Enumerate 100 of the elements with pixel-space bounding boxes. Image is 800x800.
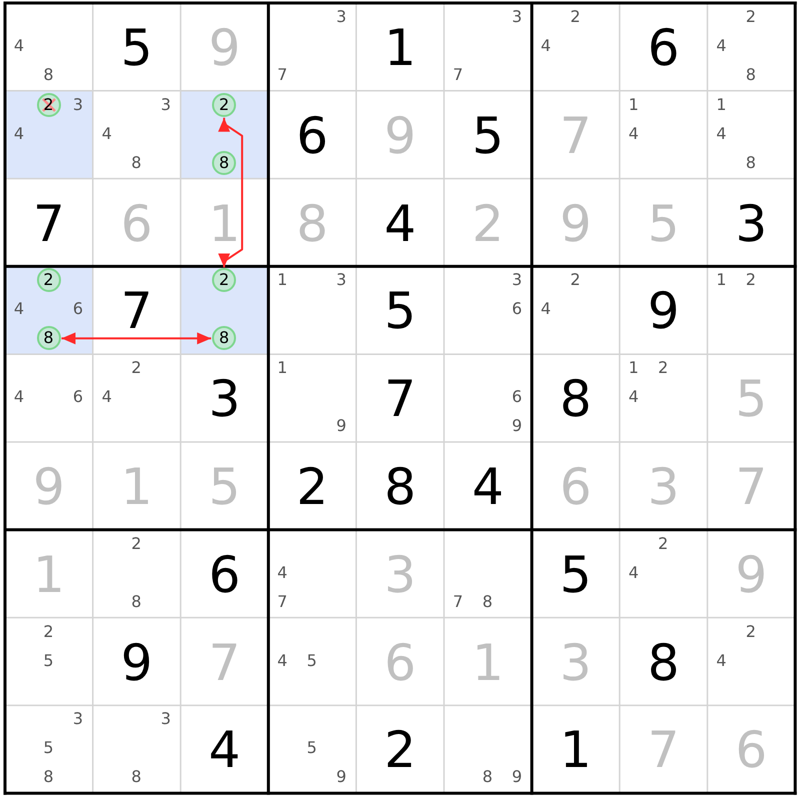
given-digit: 4 bbox=[384, 198, 416, 248]
given-digit: 5 bbox=[384, 286, 416, 336]
given-digit: 4 bbox=[472, 462, 504, 512]
given-digit: 2 bbox=[384, 725, 416, 776]
solved-digit: 9 bbox=[735, 550, 768, 600]
candidate-digit: 4 bbox=[102, 126, 112, 142]
solved-digit: 3 bbox=[648, 462, 680, 512]
candidate-digit: 6 bbox=[512, 301, 522, 318]
candidate-digit: 4 bbox=[628, 389, 639, 406]
solved-digit: 3 bbox=[384, 550, 416, 600]
solved-digit: 6 bbox=[560, 462, 592, 512]
candidate-digit: 9 bbox=[512, 769, 522, 786]
candidate-digit: 2 bbox=[746, 272, 756, 288]
solved-digit: 7 bbox=[560, 110, 592, 161]
candidate-digit: 2 bbox=[658, 360, 668, 376]
candidate-digit: 7 bbox=[452, 594, 464, 610]
candidate-digit: 2 bbox=[658, 536, 668, 552]
candidate-digit: 8 bbox=[43, 67, 54, 83]
given-digit: 6 bbox=[296, 110, 328, 161]
candidate-digit: 4 bbox=[716, 652, 726, 669]
given-digit: 7 bbox=[32, 198, 65, 248]
candidate-digit: 6 bbox=[72, 301, 84, 318]
candidate-digit: 4 bbox=[628, 126, 639, 142]
candidate-digit: 2 bbox=[131, 536, 142, 552]
candidate-digit: 8 bbox=[131, 154, 142, 171]
candidate-digit: 5 bbox=[306, 740, 317, 756]
candidate-digit: 4 bbox=[14, 301, 24, 318]
chain-arrow bbox=[62, 332, 212, 344]
solved-digit: 3 bbox=[560, 638, 592, 688]
given-digit: 9 bbox=[648, 286, 680, 336]
candidate-digit: 5 bbox=[306, 652, 317, 669]
given-digit: 4 bbox=[208, 725, 240, 776]
candidate-digit: 2 bbox=[131, 360, 142, 376]
given-digit: 5 bbox=[472, 110, 504, 161]
candidate-digit: 5 bbox=[43, 652, 54, 669]
candidate-digit: 8 bbox=[746, 67, 756, 83]
candidate-digit: 4 bbox=[540, 301, 551, 318]
candidate-digit: 8 bbox=[482, 594, 493, 610]
candidate-digit: 2 bbox=[43, 624, 54, 640]
candidate-digit: 3 bbox=[160, 711, 171, 728]
candidate-digit: 8 bbox=[746, 154, 756, 171]
candidate-digit: 8 bbox=[131, 769, 142, 786]
candidate-digit: 3 bbox=[160, 96, 171, 113]
solved-digit: 9 bbox=[208, 22, 240, 73]
candidate-digit: 3 bbox=[72, 711, 84, 728]
given-digit: 6 bbox=[648, 22, 680, 73]
given-digit: 3 bbox=[735, 198, 768, 248]
candidate-digit: 4 bbox=[277, 564, 288, 581]
given-digit: 3 bbox=[208, 374, 240, 424]
given-digit: 7 bbox=[384, 374, 416, 424]
candidate-digit: 7 bbox=[277, 67, 288, 83]
candidate-digit: 2 bbox=[570, 9, 580, 25]
solved-digit: 6 bbox=[735, 725, 768, 776]
candidate-digit: 4 bbox=[277, 652, 288, 669]
solved-digit: 1 bbox=[32, 550, 65, 600]
given-digit: 5 bbox=[560, 550, 592, 600]
candidate-digit: 2 bbox=[746, 9, 756, 25]
candidate-digit: 4 bbox=[540, 38, 551, 54]
candidate-digit: 4 bbox=[14, 126, 24, 142]
candidate-digit: 3 bbox=[72, 96, 84, 113]
candidate-digit: 9 bbox=[512, 418, 522, 434]
candidate-digit: 1 bbox=[628, 360, 639, 376]
candidate-digit: 9 bbox=[336, 769, 346, 786]
candidate-digit: 3 bbox=[512, 272, 522, 288]
candidate-digit: 6 bbox=[512, 389, 522, 406]
candidate-digit: 4 bbox=[14, 389, 24, 406]
candidate-digit: 4 bbox=[716, 126, 726, 142]
given-digit: 1 bbox=[384, 22, 416, 73]
solved-digit: 8 bbox=[296, 198, 328, 248]
solved-digit: 1 bbox=[120, 462, 153, 512]
solved-digit: 5 bbox=[208, 462, 240, 512]
candidate-digit: 2 bbox=[570, 272, 580, 288]
given-digit: 8 bbox=[560, 374, 592, 424]
given-digit: 8 bbox=[384, 462, 416, 512]
solved-digit: 9 bbox=[560, 198, 592, 248]
candidate-digit: 1 bbox=[277, 360, 288, 376]
candidate-digit: 4 bbox=[628, 564, 639, 581]
candidate-digit: 8 bbox=[43, 769, 54, 786]
given-digit: 6 bbox=[208, 550, 240, 600]
given-digit: 5 bbox=[120, 22, 153, 73]
chain-arrow bbox=[218, 118, 244, 268]
candidate-digit: 5 bbox=[43, 740, 54, 756]
solved-digit: 7 bbox=[735, 462, 768, 512]
candidate-digit: 4 bbox=[102, 389, 112, 406]
candidate-digit: 7 bbox=[452, 67, 464, 83]
candidate-digit: 1 bbox=[277, 272, 288, 288]
candidate-digit: 3 bbox=[336, 272, 346, 288]
given-digit: 9 bbox=[120, 638, 153, 688]
solved-digit: 5 bbox=[648, 198, 680, 248]
candidate-digit: 8 bbox=[482, 769, 493, 786]
given-digit: 8 bbox=[648, 638, 680, 688]
candidate-digit: 1 bbox=[716, 96, 726, 113]
solved-digit: 2 bbox=[472, 198, 504, 248]
solved-digit: 9 bbox=[32, 462, 65, 512]
candidate-digit: 8 bbox=[131, 594, 142, 610]
solved-digit: 7 bbox=[208, 638, 240, 688]
given-digit: 1 bbox=[560, 725, 592, 776]
solved-digit: 6 bbox=[120, 198, 153, 248]
solved-digit: 6 bbox=[384, 638, 416, 688]
solved-digit: 9 bbox=[384, 110, 416, 161]
